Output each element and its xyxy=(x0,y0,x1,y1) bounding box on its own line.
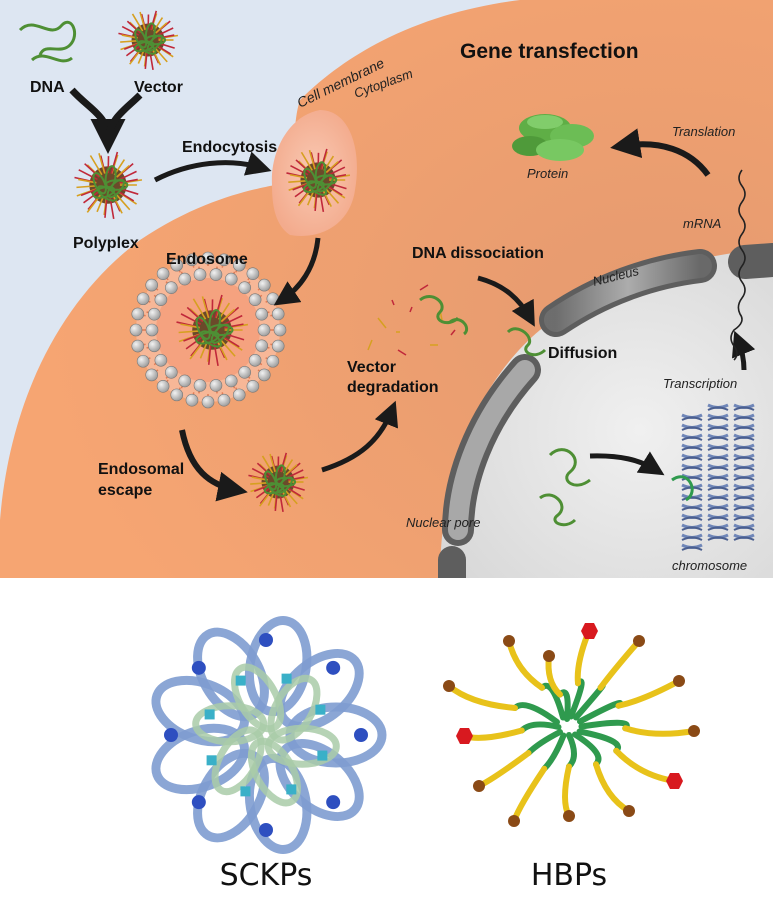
label-endocytosis: Endocytosis xyxy=(182,139,277,156)
label-vector-degradation-1: Vector xyxy=(347,359,396,376)
process-arrows xyxy=(69,87,756,502)
label-endosomal-escape-2: escape xyxy=(98,482,152,499)
label-vector-degradation-2: degradation xyxy=(347,379,439,396)
endocytosed-polyplex xyxy=(286,148,351,213)
label-vector: Vector xyxy=(134,79,183,96)
nuclear-envelope xyxy=(438,243,773,592)
label-dna-dissociation: DNA dissociation xyxy=(412,245,544,262)
label-mrna: mRNA xyxy=(683,216,721,231)
label-endosomal-escape-1: Endosomal xyxy=(98,461,184,478)
arrow-to-endosome xyxy=(273,237,321,306)
chromosome xyxy=(671,403,755,551)
arrow-to-diffusion xyxy=(477,275,535,327)
diagram-title: Gene transfection xyxy=(460,40,639,63)
arrow-endocytosis xyxy=(153,151,272,183)
arrow-to-degradation xyxy=(321,400,399,473)
label-transcription: Transcription xyxy=(663,376,737,391)
label-protein: Protein xyxy=(527,166,568,181)
polyplex-particle xyxy=(74,151,143,219)
caption-sckps: SCKPs xyxy=(220,858,313,893)
dna-strands xyxy=(18,21,591,527)
label-dna: DNA xyxy=(30,79,65,96)
arrow-transcription xyxy=(731,330,756,371)
mrna-strand xyxy=(730,169,746,361)
label-endosome: Endosome xyxy=(166,251,248,268)
label-chromosome: chromosome xyxy=(672,558,747,573)
protein xyxy=(512,114,594,161)
vector-degradation-debris xyxy=(367,284,469,356)
label-diffusion: Diffusion xyxy=(548,345,617,362)
arrow-translation xyxy=(610,128,711,177)
endosome-polyplex xyxy=(176,294,249,366)
label-polyplex: Polyplex xyxy=(73,235,139,252)
label-translation: Translation xyxy=(672,124,735,139)
label-nuclear-pore: Nuclear pore xyxy=(406,515,480,530)
arrow-dna-to-chromosome xyxy=(589,451,665,476)
vector-particle xyxy=(118,10,179,71)
sckp-structure xyxy=(151,616,387,854)
caption-hbps: HBPs xyxy=(531,858,607,893)
escaped-polyplex xyxy=(248,452,309,513)
arrow-endosomal-escape xyxy=(179,429,248,502)
hbp-structure xyxy=(443,623,700,827)
structures-panel xyxy=(0,578,773,916)
vector-particles xyxy=(74,10,351,513)
